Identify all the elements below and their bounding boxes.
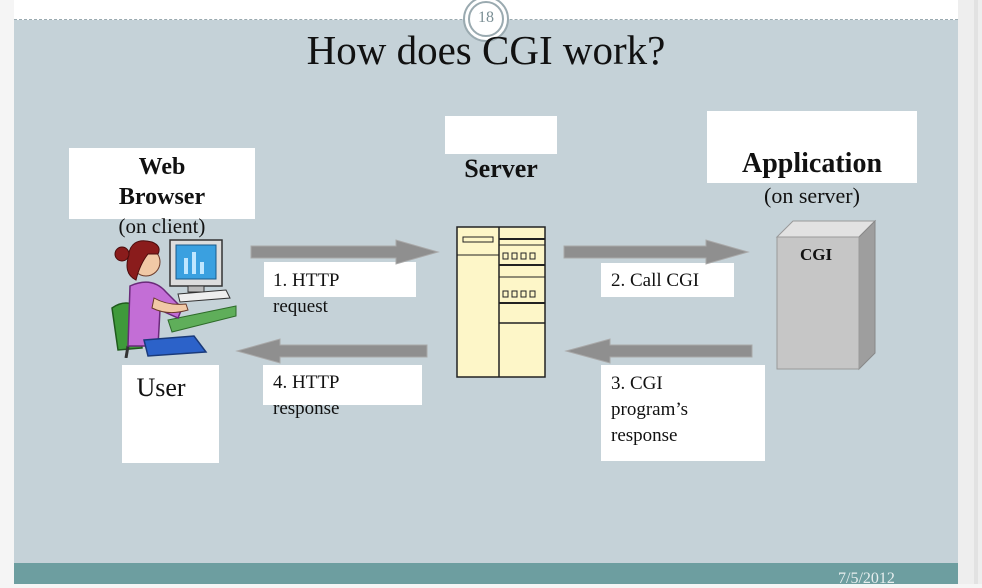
page-number-circle-icon [463,0,509,42]
cgi-box-label: CGI [799,245,833,264]
arrow-call-cgi [563,239,750,265]
arrow-http-response [235,338,428,364]
arrow-cgi-response [564,338,753,364]
application-label-box [707,111,917,183]
step1-label-line1: 1. HTTP [273,270,340,291]
step2-label: 2. Call CGI [611,270,700,291]
arrow-request [250,239,440,265]
server-icon [456,226,546,378]
step4-label-box [263,365,422,405]
user-label-box [122,365,219,463]
scrollbar-track [974,0,978,584]
cgi-box-icon [775,219,877,371]
user-at-computer-icon [111,239,237,358]
step4-label-line1: 4. HTTP [273,372,340,393]
step1-label-box [264,262,416,297]
server-label-box [445,116,557,154]
browser-label-line2: Browser [118,184,206,210]
page-number-badge: 18 [460,0,512,42]
application-label: Application [741,148,883,179]
slide-footer-band [14,563,958,584]
step3-label-line1: 3. CGI [611,373,663,394]
step3-label-box [601,365,765,461]
footer-date: 7/5/2012 [838,570,895,587]
browser-sublabel: (on client) [118,214,206,238]
step2-label-box [601,263,734,297]
step1-label-line2: request [273,296,328,317]
step3-label-line3: response [611,425,678,446]
user-label: User [136,373,186,402]
application-sublabel: (on server) [764,183,860,208]
browser-label-line1: Web [138,154,186,180]
step3-label-line2: program’s [611,399,689,420]
slide-title: How does CGI work? [306,27,666,73]
server-label: Server [464,154,538,183]
browser-label-box [69,148,255,219]
page-number: 18 [478,9,494,26]
step4-label-line2: response [273,398,340,419]
viewer-scrollbar[interactable] [958,0,982,584]
